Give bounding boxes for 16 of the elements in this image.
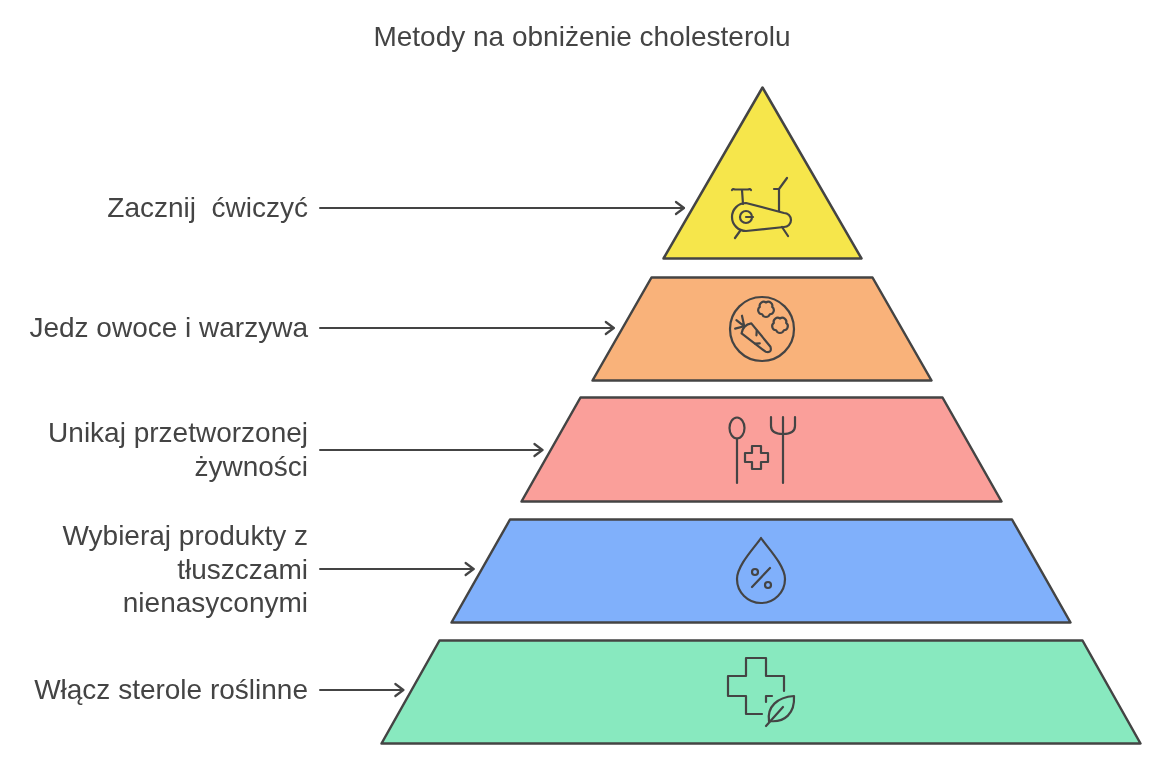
pyramid-layer [520,395,1003,503]
pyramid-layer [380,638,1142,745]
layer-label: Jedz owoce i warzywa [29,311,308,345]
arrow [319,320,615,336]
pyramid-layer [590,275,933,382]
arrow [319,442,544,458]
layer-label: Zacznij ćwiczyć [107,191,308,225]
layer-label: Unikaj przetworzonej żywności [18,416,308,484]
arrow [319,200,686,216]
pyramid-top-layer [661,85,863,260]
pyramid-layer [450,517,1072,624]
arrow [319,561,475,577]
arrow [319,682,405,698]
diagram-title: Metody na obniżenie cholesterolu [373,21,791,53]
layer-label: Włącz sterole roślinne [34,673,308,707]
layer-label: Wybieraj produkty z tłuszczami nienasyconymi [38,518,308,620]
